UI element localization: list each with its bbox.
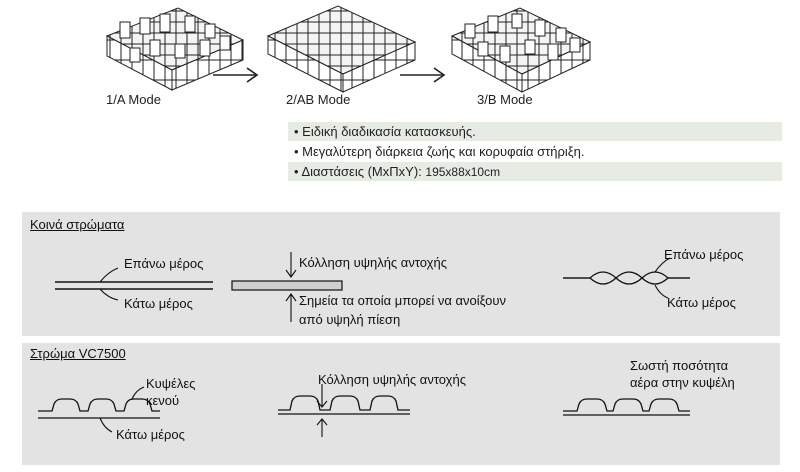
feature-list: • Ειδική διαδικασία κατασκευής. • Μεγαλύ… bbox=[288, 122, 782, 182]
mode-label-3b: 3/B Mode bbox=[477, 92, 533, 107]
top-part-label-2: Επάνω μέρος bbox=[664, 247, 744, 262]
mattress-1a-image bbox=[105, 7, 245, 91]
bubble-seam-diagram bbox=[563, 257, 690, 299]
common-layers-diagram bbox=[55, 267, 213, 301]
bottom-part-label-2: Κάτω μέρος bbox=[667, 295, 736, 310]
vc-glue-label: Κόλληση υψηλής αντοχής bbox=[318, 372, 466, 387]
feature-text: • Διαστάσεις (ΜxΠxΥ): bbox=[294, 164, 422, 179]
top-part-label: Επάνω μέρος bbox=[124, 256, 204, 271]
vacuum-cells-diagram bbox=[38, 386, 160, 433]
feature-text: • Ειδική διαδικασία κατασκευής. bbox=[294, 124, 476, 139]
air-label-line1: Σωστή ποσότητα bbox=[630, 358, 729, 373]
mode-label-2ab: 2/AB Mode bbox=[286, 92, 351, 107]
vc7500-panel-title: Στρώμα VC7500 bbox=[30, 346, 126, 361]
dimensions-value: 195x88x10cm bbox=[425, 165, 501, 179]
feature-item: • Ειδική διαδικασία κατασκευής. bbox=[288, 122, 782, 141]
mattress-2ab-image bbox=[266, 5, 417, 93]
vacuum-cells-label-line2: κενού bbox=[146, 393, 180, 408]
mode-label-1a: 1/A Mode bbox=[106, 92, 161, 107]
common-panel-title: Κοινά στρώματα bbox=[30, 217, 125, 232]
weak-points-label-line2: από υψηλή πίεση bbox=[299, 312, 401, 327]
feature-item: • Μεγαλύτερη διάρκεια ζωής και κορυφαία … bbox=[288, 142, 782, 161]
vc-bottom-part-label: Κάτω μέρος bbox=[116, 427, 185, 442]
arrow-right-icon bbox=[213, 67, 259, 83]
common-mattress-panel bbox=[22, 212, 780, 336]
air-cells-diagram bbox=[563, 398, 690, 416]
arrow-right-icon bbox=[400, 67, 446, 83]
glued-bar-diagram bbox=[231, 252, 343, 322]
mattress-3b-image bbox=[450, 7, 592, 93]
bottom-part-label: Κάτω μέρος bbox=[124, 296, 193, 311]
vacuum-cells-label-line1: Κυψέλες bbox=[146, 376, 196, 391]
weak-points-label-line1: Σημεία τα οποία μπορεί να ανοίξουν bbox=[299, 293, 506, 308]
glued-cells-diagram bbox=[278, 384, 410, 437]
vc7500-panel bbox=[22, 343, 780, 465]
feature-item: • Διαστάσεις (ΜxΠxΥ): 195x88x10cm bbox=[288, 162, 782, 181]
glue-label: Κόλληση υψηλής αντοχής bbox=[299, 255, 447, 270]
air-label-line2: αέρα στην κυψέλη bbox=[630, 375, 735, 390]
feature-text: • Μεγαλύτερη διάρκεια ζωής και κορυφαία … bbox=[294, 144, 585, 159]
